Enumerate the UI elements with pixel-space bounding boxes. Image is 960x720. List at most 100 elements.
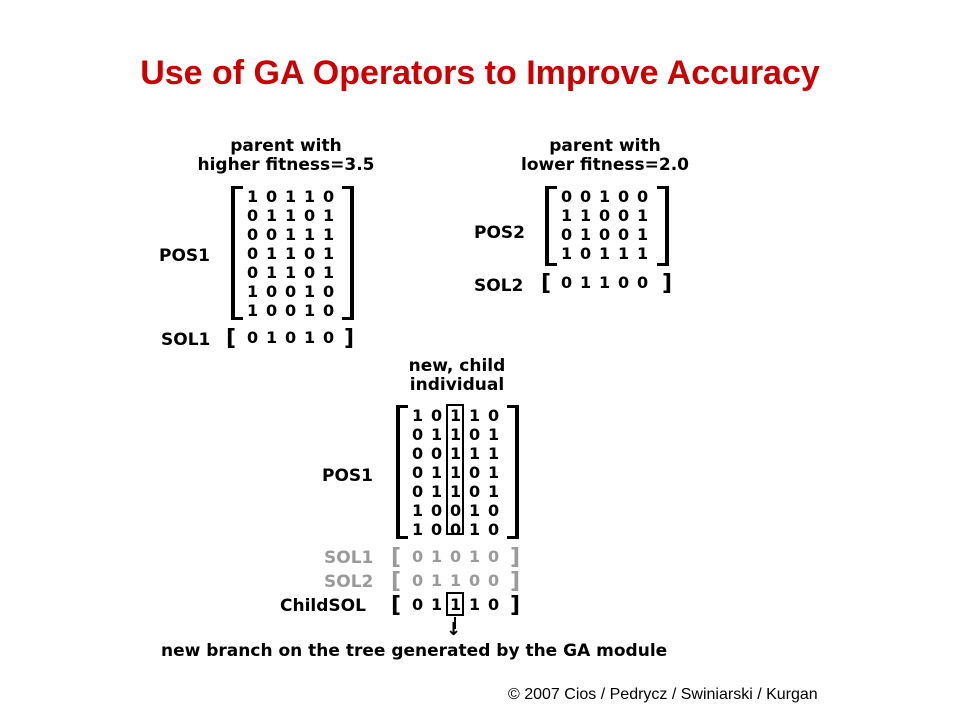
child-childsol-label: ChildSOL <box>280 596 366 616</box>
child-pos-row-2-bit: 0 <box>412 444 424 463</box>
child-matrix-left-bracket <box>396 405 400 539</box>
child-pos-row-0-bit: 1 <box>412 406 424 425</box>
child-pos-row-2-bit: 1 <box>488 444 500 463</box>
child-sol1-label: SOL1 <box>324 548 374 568</box>
child-pos-row-6-bit: 1 <box>469 520 481 539</box>
crossover-column-highlight <box>446 404 464 535</box>
child-pos-row-2-bit: 1 <box>450 444 462 463</box>
parent1-pos-row-1-bit: 1 <box>266 206 278 225</box>
parent1-pos-row-6-bit: 1 <box>304 301 316 320</box>
parent1-pos-row-0-bit: 0 <box>323 187 335 206</box>
parent1-pos-row-6-bit: 0 <box>323 301 335 320</box>
child-pos-row-4-bit: 1 <box>450 482 462 501</box>
child-sol1-bit: 0 <box>450 547 462 566</box>
child-sol1-bit: 0 <box>412 547 424 566</box>
parent1-pos-row-0-bit: 1 <box>304 187 316 206</box>
child-childsol-bit: 1 <box>469 595 481 614</box>
child-pos-row-5-bit: 0 <box>450 501 462 520</box>
parent2-pos-row-1-bit: 0 <box>599 206 611 225</box>
arrow-shaft <box>454 617 456 629</box>
child-pos-row-6-bit: 1 <box>412 520 424 539</box>
parent1-matrix-left-bracket-top <box>231 186 243 189</box>
parent2-pos-label: POS2 <box>474 223 525 243</box>
child-pos-row-1-bit: 1 <box>431 425 443 444</box>
parent2-pos-row-3-bit: 1 <box>599 244 611 263</box>
child-pos-row-3-bit: 0 <box>469 463 481 482</box>
parent1-pos-row-5-bit: 0 <box>285 282 297 301</box>
child-pos-row-5-bit: 0 <box>488 501 500 520</box>
parent1-pos-row-3-bit: 1 <box>266 244 278 263</box>
parent1-pos-label: POS1 <box>159 246 210 266</box>
parent2-sol-open-bracket: [ <box>541 271 552 296</box>
child-pos-row-5-bit: 0 <box>431 501 443 520</box>
parent2-pos-row-1-bit: 1 <box>637 206 649 225</box>
child-sol2-bit: 1 <box>450 571 462 590</box>
child-sol2-bit: 0 <box>412 571 424 590</box>
child-childsol-bit: 0 <box>412 595 424 614</box>
parent2-matrix-right-bracket-bottom <box>657 263 669 266</box>
child-pos-row-1-bit: 1 <box>450 425 462 444</box>
parent1-matrix-right-bracket <box>350 186 354 320</box>
parent1-sol-close-bracket: ] <box>344 326 355 351</box>
parent2-caption-line2: lower fitness=2.0 <box>521 155 689 175</box>
child-pos-row-4-bit: 1 <box>431 482 443 501</box>
child-pos-row-6-bit: 0 <box>450 520 462 539</box>
child-pos-label: POS1 <box>322 466 373 486</box>
parent1-sol-bit: 0 <box>285 328 297 347</box>
parent1-caption-line1: parent with <box>230 136 342 156</box>
parent2-matrix-left-bracket-top <box>545 186 557 189</box>
parent2-matrix-left-bracket <box>545 186 549 266</box>
child-sol2-open-bracket: [ <box>391 569 402 594</box>
child-pos-row-0-bit: 1 <box>469 406 481 425</box>
parent1-sol-label: SOL1 <box>161 330 211 350</box>
parent2-matrix-left-bracket-bottom <box>545 263 557 266</box>
parent1-pos-row-4-bit: 0 <box>247 263 259 282</box>
child-caption-line1: new, child <box>408 356 506 376</box>
parent1-pos-row-1-bit: 1 <box>285 206 297 225</box>
child-sol2-bit: 1 <box>431 571 443 590</box>
parent2-pos-row-0-bit: 0 <box>561 187 573 206</box>
child-matrix-right-bracket <box>515 405 519 539</box>
child-pos-row-1-bit: 0 <box>412 425 424 444</box>
parent1-pos-row-3-bit: 0 <box>247 244 259 263</box>
parent2-pos-row-2-bit: 1 <box>580 225 592 244</box>
parent1-pos-row-3-bit: 1 <box>323 244 335 263</box>
child-pos-row-5-bit: 1 <box>412 501 424 520</box>
parent1-pos-row-2-bit: 0 <box>266 225 278 244</box>
parent1-pos-row-2-bit: 1 <box>285 225 297 244</box>
child-pos-row-4-bit: 1 <box>488 482 500 501</box>
parent1-pos-row-4-bit: 1 <box>266 263 278 282</box>
child-pos-row-3-bit: 0 <box>412 463 424 482</box>
parent1-pos-row-2-bit: 0 <box>247 225 259 244</box>
child-matrix-right-bracket-top <box>507 405 519 408</box>
footer-caption: new branch on the tree generated by the … <box>161 641 668 661</box>
parent2-pos-row-3-bit: 0 <box>580 244 592 263</box>
parent2-pos-row-0-bit: 0 <box>618 187 630 206</box>
child-sol1-bit: 1 <box>431 547 443 566</box>
parent2-pos-row-1-bit: 1 <box>561 206 573 225</box>
parent1-pos-row-1-bit: 0 <box>247 206 259 225</box>
copyright-notice: © 2007 Cios / Pedrycz / Swiniarski / Kur… <box>508 686 818 703</box>
parent2-sol-bit: 1 <box>580 273 592 292</box>
child-pos-row-2-bit: 0 <box>431 444 443 463</box>
child-caption-line2: individual <box>409 375 505 395</box>
parent2-pos-row-0-bit: 1 <box>599 187 611 206</box>
parent2-sol-label: SOL2 <box>474 276 524 296</box>
child-pos-row-4-bit: 0 <box>412 482 424 501</box>
parent1-pos-row-3-bit: 0 <box>304 244 316 263</box>
parent2-pos-row-3-bit: 1 <box>637 244 649 263</box>
parent1-sol-bit: 1 <box>304 328 316 347</box>
parent2-pos-row-0-bit: 0 <box>580 187 592 206</box>
parent2-pos-row-2-bit: 0 <box>618 225 630 244</box>
childsol-gene-highlight <box>446 592 464 616</box>
child-sol1-bit: 0 <box>488 547 500 566</box>
parent2-pos-row-2-bit: 0 <box>599 225 611 244</box>
parent1-matrix-left-bracket-bottom <box>231 317 243 320</box>
parent1-caption-line2: higher fitness=3.5 <box>197 155 375 175</box>
parent1-pos-row-0-bit: 1 <box>247 187 259 206</box>
parent2-pos-row-2-bit: 1 <box>637 225 649 244</box>
parent2-caption-line1: parent with <box>549 136 661 156</box>
parent2-pos-row-3-bit: 1 <box>618 244 630 263</box>
parent1-sol-bit: 1 <box>266 328 278 347</box>
parent2-pos-row-3-bit: 1 <box>561 244 573 263</box>
